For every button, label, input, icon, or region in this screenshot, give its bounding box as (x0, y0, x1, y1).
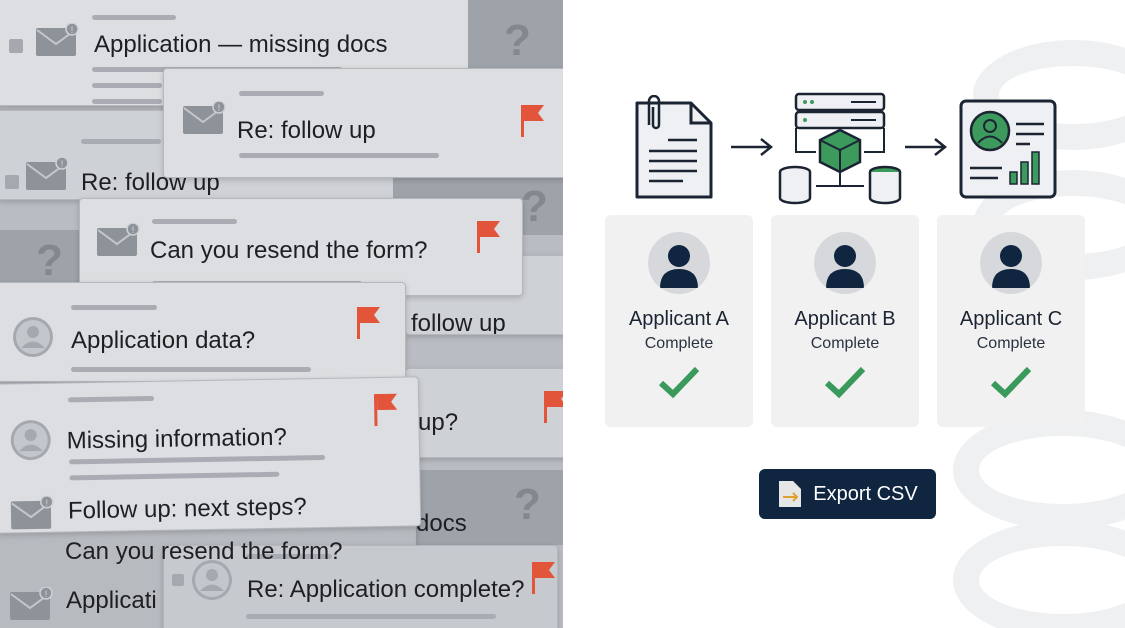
envelope-alert-icon (182, 101, 226, 135)
envelope-icon (9, 587, 53, 621)
profile-report-icon (959, 99, 1057, 199)
email-card[interactable]: Application data? (0, 282, 406, 382)
envelope-icon (10, 496, 55, 531)
flag-icon[interactable] (355, 305, 381, 339)
question-mark-icon: ? (514, 480, 541, 529)
envelope-alert-icon (35, 23, 79, 57)
user-avatar-icon (814, 232, 876, 294)
flag-icon[interactable] (530, 560, 556, 594)
email-subject: up? (418, 409, 459, 436)
checkmark-icon (824, 366, 866, 399)
checkbox[interactable] (9, 39, 23, 53)
email-card[interactable]: Re: follow up (163, 68, 563, 178)
email-subject: Applicati (66, 587, 157, 614)
document-icon (635, 95, 713, 199)
applicant-card[interactable]: Applicant C Complete (937, 215, 1085, 427)
applicant-name: Applicant A (628, 308, 730, 330)
user-avatar-icon (11, 315, 55, 359)
envelope-open-icon (25, 157, 69, 191)
export-csv-button[interactable]: Export CSV (759, 469, 936, 519)
file-export-icon (779, 481, 802, 507)
email-subject: docs (416, 510, 467, 537)
email-card[interactable]: Re: Application complete? (163, 545, 558, 628)
email-subject: follow up (411, 310, 506, 335)
checkmark-icon (658, 366, 700, 399)
applicant-name: Applicant C (959, 308, 1063, 330)
envelope-open-icon (96, 223, 140, 257)
email-subject: Application — missing docs (94, 31, 388, 58)
email-collage: Application — missing docs ? Re: follow … (0, 0, 563, 628)
arrow-right-icon (905, 138, 948, 156)
email-subject: Re: Application complete? (247, 576, 525, 603)
email-subject: Missing information? (66, 423, 288, 455)
email-card[interactable]: up? (405, 368, 563, 458)
applicant-card[interactable]: Applicant A Complete (605, 215, 753, 427)
applicant-card[interactable]: Applicant B Complete (771, 215, 919, 427)
applicant-status: Complete (810, 335, 880, 352)
server-database-icon (778, 92, 902, 205)
applicant-status: Complete (644, 335, 714, 352)
user-avatar-icon (980, 232, 1042, 294)
user-avatar-icon (648, 232, 710, 294)
arrow-right-icon (731, 138, 774, 156)
question-mark-icon: ? (36, 236, 63, 285)
checkmark-icon (990, 366, 1032, 399)
summary-panel: Applicant A Complete Applicant B Complet… (563, 0, 1125, 628)
question-mark-icon: ? (504, 16, 531, 65)
flag-icon[interactable] (519, 103, 545, 137)
applicant-name: Applicant B (794, 308, 896, 330)
export-csv-label: Export CSV (813, 482, 918, 505)
email-subject: Application data? (71, 327, 256, 354)
email-subject: Follow up: next steps? (67, 493, 307, 525)
question-mark-icon: ? (521, 182, 548, 231)
applicant-status: Complete (976, 335, 1046, 352)
email-card[interactable]: Missing information? Follow up: next ste… (0, 376, 422, 534)
user-avatar-icon (8, 418, 53, 463)
email-subject: Can you resend the form? (150, 237, 428, 264)
email-subject: Re: follow up (237, 117, 376, 144)
flag-icon[interactable] (475, 219, 501, 253)
flag-icon[interactable] (542, 389, 563, 423)
email-subject: Can you resend the form? (65, 538, 343, 565)
flag-icon[interactable] (372, 392, 399, 426)
